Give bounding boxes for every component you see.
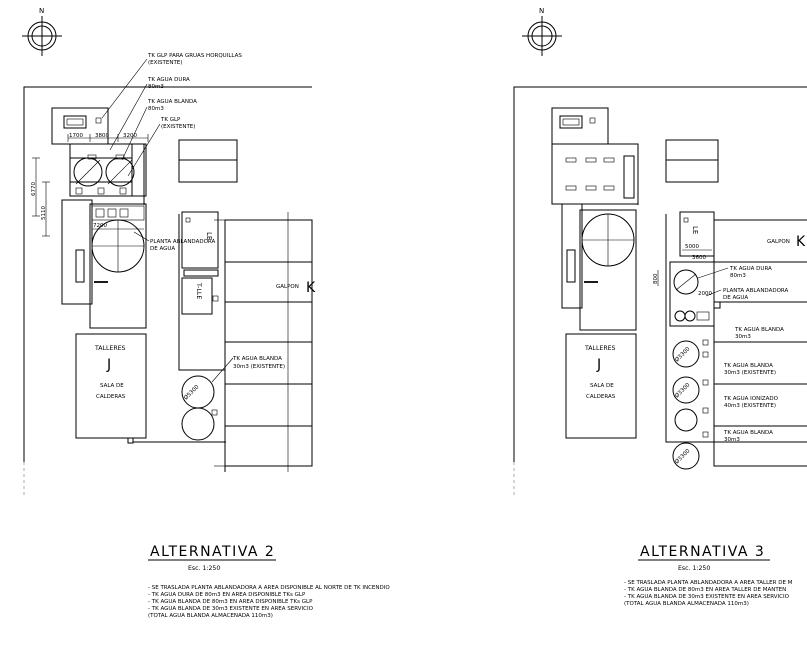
tk-dura-label-2: 80m3 bbox=[148, 84, 164, 90]
tk-incendio-area bbox=[89, 203, 147, 329]
tk-glp2-label-2: (EXISTENTE) bbox=[161, 124, 195, 130]
north-arrow-icon: N bbox=[22, 7, 62, 56]
galpon-label: GALPON bbox=[767, 239, 790, 245]
note-line: - TK AGUA BLANDA DE 80m3 EN AREA DISPONI… bbox=[148, 599, 313, 605]
alternativa-3-notes: - SE TRASLADA PLANTA ABLANDADORA A AREA … bbox=[624, 580, 793, 607]
tk-blanda30-label-1: TK AGUA BLANDA bbox=[232, 356, 282, 362]
tk-agua-blanda-circle bbox=[105, 157, 135, 187]
dim-1700: 1700 bbox=[69, 133, 83, 139]
alternativa-3-plan: N TALLERES J SALA DE CALDERAS bbox=[513, 7, 807, 607]
tk-ion-label-2: 40m3 (EXISTENTE) bbox=[724, 403, 776, 409]
note-line: - TK AGUA BLANDA DE 30m3 EXISTENTE EN AR… bbox=[624, 594, 790, 600]
galpon-k-grid bbox=[214, 212, 313, 472]
tk-agua-dura-circle bbox=[673, 269, 699, 295]
letter-j: J bbox=[106, 357, 111, 373]
talleres-building bbox=[75, 333, 147, 439]
tk-ion-label-1: TK AGUA IONIZADO bbox=[723, 396, 779, 402]
dim-3200: 3200 bbox=[123, 133, 137, 139]
galpon-label: GALPON bbox=[276, 284, 299, 290]
note-line: - SE TRASLADA PLANTA ABLANDADORA A AREA … bbox=[624, 580, 793, 586]
alternativa-3-title: ALTERNATIVA 3 bbox=[640, 544, 765, 560]
dim-2000: 2000 bbox=[698, 291, 712, 297]
dim-800: 800 bbox=[653, 273, 659, 284]
tlle-label: T-LLE bbox=[195, 282, 202, 299]
dim-5000: 5000 bbox=[685, 244, 699, 250]
sala-label-2: CALDERAS bbox=[586, 394, 616, 400]
talleres-label: TALLERES bbox=[94, 345, 126, 352]
alternativa-2-title: ALTERNATIVA 2 bbox=[150, 544, 275, 560]
tk-agua-blanda-30-circle bbox=[672, 340, 700, 368]
note-line: - TK AGUA BLANDA DE 80m3 EN AREA TALLER … bbox=[624, 587, 786, 593]
tk-blanda30-label-2: 30m3 bbox=[724, 437, 740, 443]
note-line: - TK AGUA BLANDA DE 30m3 EXISTENTE EN AR… bbox=[148, 606, 314, 612]
dim-r3: Ø3300 bbox=[673, 447, 691, 465]
sala-label-2: CALDERAS bbox=[96, 394, 126, 400]
dim-5110: 5110 bbox=[41, 206, 47, 220]
site-boundary bbox=[513, 86, 807, 462]
tk-glp2-label-1: TK GLP bbox=[160, 117, 181, 123]
tk-blanda-ex-label-1: TK AGUA BLANDA bbox=[723, 363, 773, 369]
tk-agua-blanda-existente-circle bbox=[672, 376, 700, 404]
letter-k: K bbox=[306, 280, 316, 296]
tk-blanda-label-1: TK AGUA BLANDA bbox=[147, 99, 197, 105]
tk-blanda30-label-2: 30m3 (EXISTENTE) bbox=[233, 364, 285, 370]
le-label: LE bbox=[205, 232, 213, 240]
dim-3600: 3600 bbox=[692, 255, 706, 261]
note-line: - TK AGUA DURA DE 80m3 EN AREA DISPONIBL… bbox=[148, 592, 306, 598]
dim-r1: Ø5300 bbox=[182, 383, 200, 401]
galpon-k-grid bbox=[713, 219, 807, 467]
tk-blanda-ex-label-2: 30m3 (EXISTENTE) bbox=[724, 370, 776, 376]
sala-label-1: SALA DE bbox=[590, 383, 614, 389]
alternativa-2-scale: Esc. 1:250 bbox=[188, 565, 220, 572]
alternativa-3-scale: Esc. 1:250 bbox=[678, 565, 710, 572]
tk-agua-blanda-30-circle bbox=[181, 375, 215, 409]
dim-r2: Ø3300 bbox=[673, 381, 691, 399]
planta-label-1: PLANTA ABLANDADORA bbox=[150, 239, 215, 245]
tk-dura-label-1: TK AGUA DURA bbox=[147, 77, 190, 83]
tk-blanda-label-2: 80m3 bbox=[148, 106, 164, 112]
letter-j: J bbox=[596, 357, 601, 373]
dim-7200: 7200 bbox=[93, 223, 107, 229]
planta-label-2: DE AGUA bbox=[723, 295, 748, 301]
tk-blanda30-label-1: TK AGUA BLANDA bbox=[723, 430, 773, 436]
note-line: (TOTAL AGUA BLANDA ALMACENADA 110m3) bbox=[624, 601, 749, 607]
tk-blanda-label-1: TK AGUA BLANDA bbox=[734, 327, 784, 333]
tk-blanda-label-2: 30m3 bbox=[735, 334, 751, 340]
le-building bbox=[181, 211, 219, 269]
sala-label-1: SALA DE bbox=[100, 383, 124, 389]
tk-agua-blanda-new-circle bbox=[672, 442, 700, 470]
tk-dura-label-2: 80m3 bbox=[730, 273, 746, 279]
tk-dura-label-1: TK AGUA DURA bbox=[729, 266, 772, 272]
note-line: - SE TRASLADA PLANTA ABLANDADORA A AREA … bbox=[148, 585, 390, 591]
alternativa-2-notes: - SE TRASLADA PLANTA ABLANDADORA A AREA … bbox=[148, 585, 390, 619]
alternativa-2-plan: N 1700 3800 3200 bbox=[22, 7, 390, 619]
planta-label-1: PLANTA ABLANDADORA bbox=[723, 288, 788, 294]
north-label: N bbox=[39, 7, 44, 15]
tk-agua-ionizado-circle bbox=[674, 408, 698, 432]
talleres-label: TALLERES bbox=[584, 345, 616, 352]
dim-r1: Ø3300 bbox=[673, 345, 691, 363]
site-boundary bbox=[23, 86, 312, 462]
tk-glp-label-2: (EXISTENTE) bbox=[148, 60, 182, 66]
tk-glp-label-1: TK GLP PARA GRUAS HORQUILLAS bbox=[147, 53, 242, 59]
planta-label-2: DE AGUA bbox=[150, 246, 175, 252]
dim-3800: 3800 bbox=[95, 133, 109, 139]
le-label: LE bbox=[691, 226, 699, 234]
north-arrow-icon: N bbox=[522, 7, 562, 56]
dim-6770: 6770 bbox=[31, 182, 37, 196]
north-label: N bbox=[539, 7, 544, 15]
note-line: (TOTAL AGUA BLANDA ALMACENADA 110m3) bbox=[148, 613, 273, 619]
letter-k: K bbox=[796, 234, 806, 250]
